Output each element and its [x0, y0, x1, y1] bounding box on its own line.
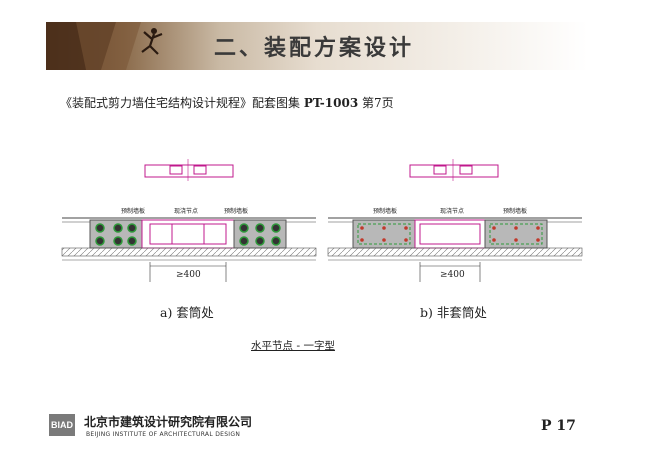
subtitle-text: 《装配式剪力墙住宅结构设计规程》配套图集	[60, 96, 304, 110]
figure-caption: 水平节点 - 一字型	[251, 340, 335, 352]
page-number: P 17	[541, 418, 576, 434]
diagram-right	[327, 159, 583, 282]
reference-subtitle: 《装配式剪力墙住宅结构设计规程》配套图集 PT-1003 第7页	[60, 94, 394, 111]
right-label-precast-1: 预制墙板	[373, 208, 398, 215]
subtitle-code: PT-1003	[303, 96, 359, 110]
left-label-precast-1: 预制墙板	[121, 208, 146, 215]
biad-logo: BIAD	[49, 414, 75, 436]
header-banner: 二、装配方案设计	[46, 22, 588, 70]
diagram-left	[61, 159, 317, 282]
left-label-precast-2: 预制墙板	[224, 208, 249, 215]
page-title: 二、装配方案设计	[214, 35, 415, 61]
right-dimension: ≥400	[440, 270, 465, 280]
company-name-en: BEIJING INSTITUTE OF ARCHITECTURAL DESIG…	[86, 431, 241, 438]
company-name-cn: 北京市建筑设计研究院有限公司	[84, 415, 253, 429]
joint-diagrams	[61, 159, 583, 282]
subtitle-page-ref: 第7页	[358, 96, 394, 110]
left-dimension: ≥400	[176, 270, 201, 280]
left-caption: a) 套筒处	[160, 305, 214, 320]
left-label-cast-in-place: 现浇节点	[174, 208, 199, 215]
right-caption: b) 非套筒处	[420, 305, 487, 320]
climber-photo	[46, 22, 163, 70]
right-label-cast-in-place: 现浇节点	[440, 208, 465, 215]
right-label-precast-2: 预制墙板	[503, 208, 528, 215]
